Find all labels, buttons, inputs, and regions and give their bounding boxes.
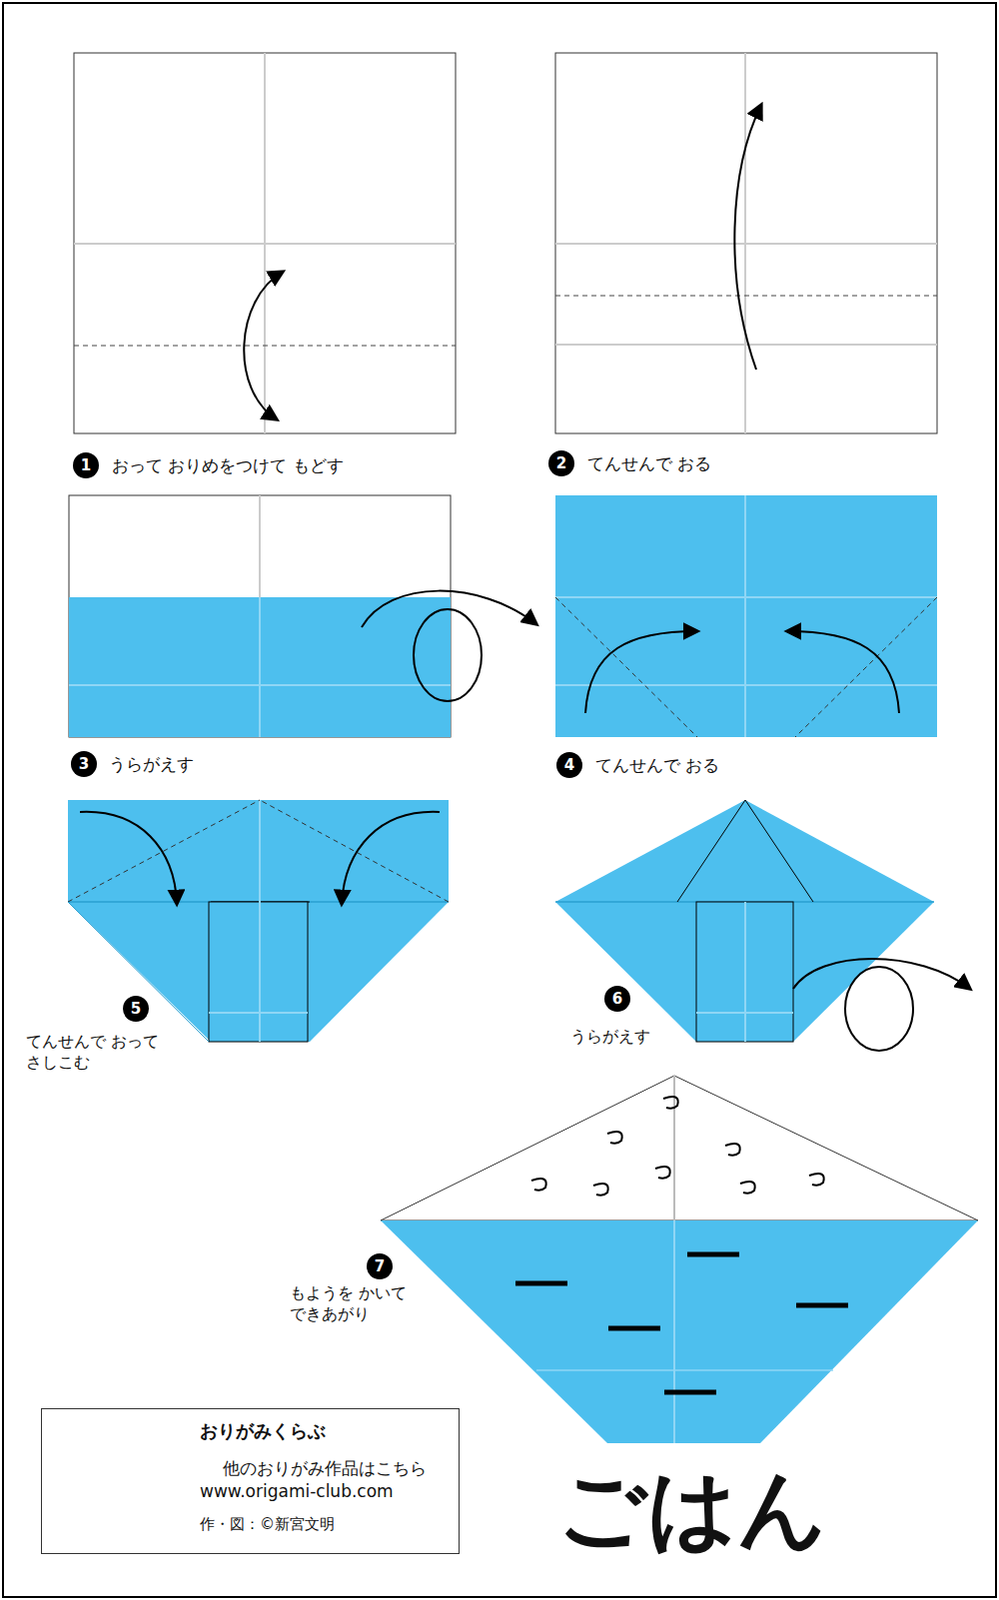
- step-instruction: てんせんで おる: [587, 453, 712, 474]
- step-number-text: 4: [564, 756, 575, 775]
- step-number: 1: [72, 452, 99, 479]
- step-number-text: 7: [374, 1257, 385, 1276]
- step-number-text: 3: [78, 755, 89, 774]
- title-box: ごはん: [557, 1450, 828, 1570]
- rice-grain: [531, 1178, 547, 1191]
- credit-text: おりがみくらぶ: [199, 1419, 326, 1444]
- step-number-text: 5: [130, 999, 141, 1018]
- rice-grain: [655, 1166, 671, 1179]
- step-instruction-box: おって おりめをつけて もどす: [111, 454, 344, 477]
- credit-text: 他のおりがみ作品はこちら: [222, 1457, 427, 1481]
- rice-grain: [663, 1096, 679, 1109]
- step4-figure: [555, 495, 938, 738]
- step-number-text: 6: [612, 990, 623, 1008]
- step-number: 3: [70, 751, 97, 778]
- step-instruction-box: うらがえす: [108, 753, 194, 776]
- credit-text: 作・図：©新宮文明: [199, 1515, 335, 1535]
- rice-grain: [593, 1183, 609, 1196]
- step-number-text: 1: [80, 456, 91, 475]
- step-number: 2: [548, 450, 575, 477]
- step5-figure: [67, 800, 449, 1042]
- step-instruction: うらがえす: [108, 754, 194, 775]
- step-number: 5: [122, 996, 149, 1022]
- step-instruction: てんせんで おって さしこむ: [25, 1031, 159, 1072]
- step-number: 7: [366, 1253, 393, 1280]
- title: ごはん: [557, 1457, 828, 1561]
- credit-box: おりがみくらぶ他のおりがみ作品はこちらwww.origami-club.com 作…: [40, 1408, 460, 1555]
- step-instruction-box: てんせんで おる: [587, 452, 712, 475]
- step7-figure: [380, 1075, 979, 1444]
- rice-grain: [809, 1173, 825, 1186]
- rice-grain: [740, 1181, 756, 1194]
- rice-grain: [607, 1131, 623, 1144]
- step-instruction: てんせんで おる: [595, 755, 720, 776]
- step-instruction-box: うらがえす: [570, 1026, 651, 1048]
- step6-figure: [555, 800, 971, 1051]
- step2-figure: [555, 52, 938, 434]
- step1-figure: [73, 52, 456, 434]
- step-instruction-box: もようを かいて できあがり: [289, 1283, 440, 1326]
- step-number: 6: [604, 986, 631, 1012]
- rice-grain: [725, 1143, 741, 1156]
- step-instruction: おって おりめをつけて もどす: [111, 455, 344, 476]
- step-instruction-box: てんせんで おる: [595, 754, 720, 777]
- step-instruction-box: てんせんで おって さしこむ: [25, 1031, 191, 1074]
- step3-figure: [68, 495, 537, 738]
- step-number-text: 2: [556, 454, 567, 473]
- credit-text: www.origami-club.com: [199, 1481, 394, 1502]
- step-instruction: うらがえす: [570, 1026, 651, 1046]
- step-instruction: もようを かいて できあがり: [289, 1283, 407, 1324]
- step-number: 4: [556, 752, 583, 779]
